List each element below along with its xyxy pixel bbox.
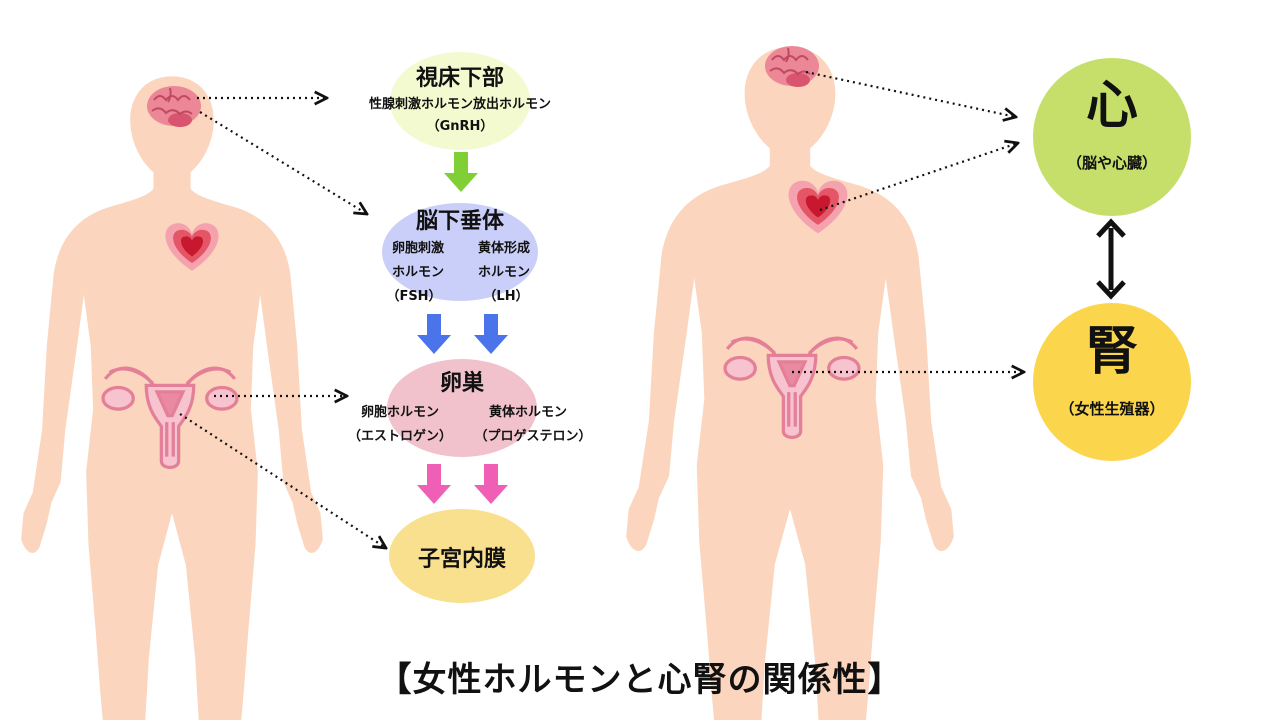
kokoro-title: 心 [1085, 76, 1138, 136]
left-body-figure [21, 76, 323, 720]
jin-subtitle: （女性生殖器） [1059, 400, 1165, 418]
pink-down-arrow-estrogen [417, 464, 451, 504]
kokoro-circle [1033, 58, 1191, 216]
jin-circle [1033, 303, 1191, 461]
lh-line1: 黄体形成 [477, 241, 530, 256]
fsh-line1: 卵胞刺激 [391, 241, 444, 256]
jin-title: 腎 [1085, 322, 1138, 382]
progesterone-line2: （プロゲステロン） [474, 429, 592, 444]
pituitary-title: 脳下垂体 [415, 209, 504, 234]
right-body-figure [626, 45, 954, 720]
blue-down-arrow-lh [474, 314, 508, 354]
kokoro-jin-double-arrow [1096, 218, 1126, 300]
ovary-bubble [387, 359, 537, 457]
hypothalamus-bubble [390, 52, 530, 150]
kokoro-subtitle: （脳や心臓） [1066, 154, 1157, 172]
hypothalamus-line1: 性腺刺激ホルモン放出ホルモン [368, 97, 551, 112]
fsh-line3: （FSH） [386, 289, 442, 304]
estrogen-line2: （エストロゲン） [347, 429, 452, 444]
progesterone-line1: 黄体ホルモン [488, 405, 567, 420]
pituitary-bubble [382, 203, 538, 301]
green-down-arrow [444, 152, 478, 192]
lh-line2: ホルモン [477, 265, 530, 280]
endometrium-title: 子宮内膜 [417, 547, 506, 572]
fsh-line2: ホルモン [391, 265, 444, 280]
hypothalamus-title: 視床下部 [415, 66, 504, 91]
endometrium-bubble [389, 509, 535, 603]
estrogen-line1: 卵胞ホルモン [360, 405, 439, 420]
pink-down-arrow-progesterone [474, 464, 508, 504]
connector-brain-kokoro [805, 70, 1016, 117]
connector-heart-kokoro [819, 143, 1018, 212]
ovary-title: 卵巣 [439, 371, 484, 396]
lh-line3: （LH） [483, 289, 529, 304]
connector-brain-pituitary [199, 111, 367, 214]
hypothalamus-line2: （GnRH） [426, 119, 494, 134]
blue-down-arrow-fsh [417, 314, 451, 354]
connector-uterus-endometrium [179, 413, 386, 548]
diagram-caption: 【女性ホルモンと心腎の関係性】 [377, 660, 903, 700]
